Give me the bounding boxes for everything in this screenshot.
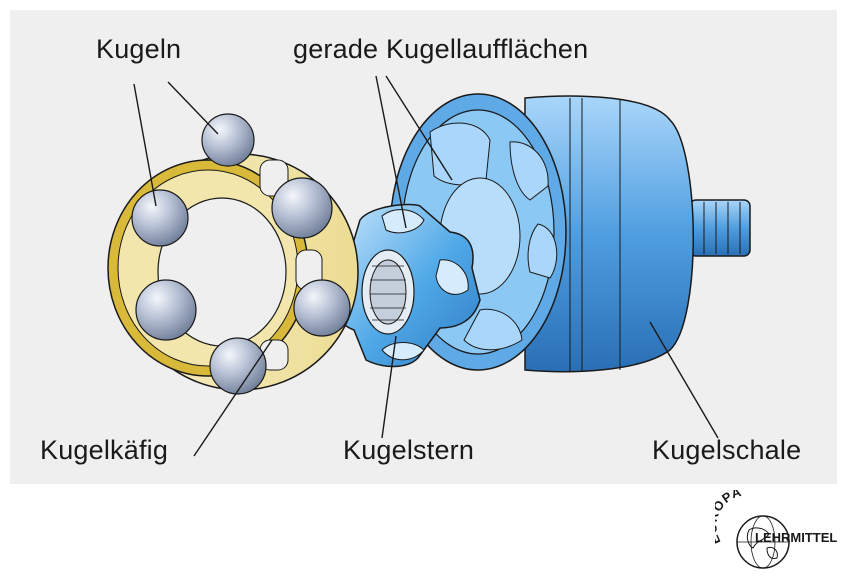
diagram-panel: Kugeln gerade Kugellaufflächen Kugelkäfi… <box>10 10 837 484</box>
shaft-stub <box>689 199 751 257</box>
label-kugelschale: Kugelschale <box>652 435 802 465</box>
ball-track <box>463 308 523 351</box>
ball-track <box>429 122 491 186</box>
logo-bottom-text: LEHRMITTEL <box>755 530 837 545</box>
ball <box>201 113 255 167</box>
globe-icon <box>736 515 790 569</box>
ball <box>293 279 351 337</box>
joint-illustration <box>10 10 837 484</box>
ball-track <box>527 223 558 279</box>
kugeln-balls <box>131 113 351 395</box>
ball <box>209 337 267 395</box>
label-kugelkaefig: Kugelkäfig <box>40 435 169 465</box>
label-gerade-kugellaufflaechen: gerade Kugellaufflächen <box>293 34 589 64</box>
ball <box>135 279 197 341</box>
ball <box>131 189 189 247</box>
ball-track <box>509 141 549 201</box>
kugelstern-part <box>334 203 481 368</box>
star-track <box>381 342 425 361</box>
ball <box>271 177 333 239</box>
leader-lines <box>133 75 719 457</box>
publisher-logo: EUROPA LEHRMITTEL <box>715 490 837 569</box>
star-track <box>435 259 469 295</box>
label-kugeln: Kugeln <box>96 34 182 64</box>
star-track <box>381 209 425 234</box>
label-kugelstern: Kugelstern <box>343 435 475 465</box>
spline-bore <box>361 249 415 335</box>
